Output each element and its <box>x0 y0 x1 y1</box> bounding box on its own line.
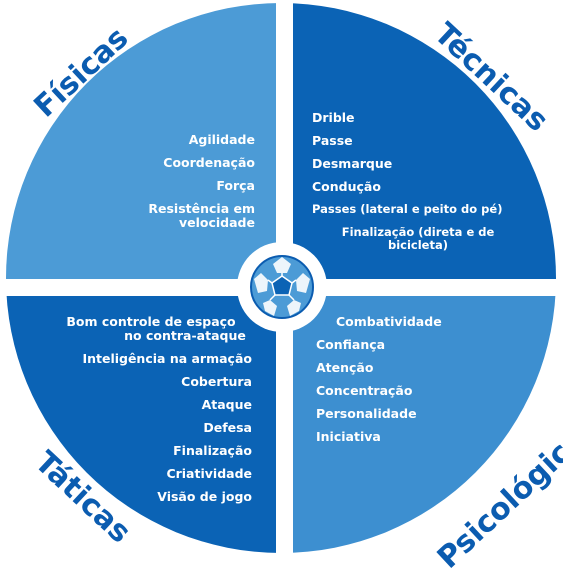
tecnicas-item: Desmarque <box>312 156 393 171</box>
psicologicas-item: Confiança <box>316 337 386 352</box>
tecnicas-item: Passes (lateral e peito do pé) <box>312 202 503 216</box>
fisicas-item: Agilidade <box>188 132 255 147</box>
tecnicas-item: bicicleta) <box>387 238 448 252</box>
taticas-item: Finalização <box>173 443 252 458</box>
psicologicas-item: Atenção <box>316 360 374 375</box>
taticas-item: no contra-ataque <box>124 328 246 343</box>
fisicas-item: Força <box>216 178 255 193</box>
taticas-item: Bom controle de espaço <box>66 314 236 329</box>
tecnicas-item: Drible <box>312 110 355 125</box>
circle-diagram <box>6 3 556 553</box>
taticas-item: Cobertura <box>181 374 252 389</box>
psicologicas-item: Concentração <box>316 383 413 398</box>
tecnicas-item: Finalização (direta e de <box>341 225 495 239</box>
psicologicas-item: Combatividade <box>336 314 442 329</box>
taticas-item: Criatividade <box>166 466 252 481</box>
taticas-item: Visão de jogo <box>157 489 252 504</box>
fisicas-item: Resistência em <box>148 201 255 216</box>
tecnicas-item: Condução <box>312 179 381 194</box>
fisicas-item: Coordenação <box>163 155 255 170</box>
soccer-ball-icon <box>250 255 314 319</box>
taticas-item: Inteligência na armação <box>82 351 252 366</box>
psicologicas-item: Personalidade <box>316 406 417 421</box>
tecnicas-item: Passe <box>312 133 353 148</box>
taticas-item: Defesa <box>203 420 252 435</box>
fisicas-item: velocidade <box>178 215 255 230</box>
quadrant-psicologicas <box>293 296 556 553</box>
skills-diagram: Físicas Técnicas Táticas Psicológicas Ag… <box>6 3 563 576</box>
taticas-item: Ataque <box>201 397 252 412</box>
psicologicas-item: Iniciativa <box>316 429 381 444</box>
